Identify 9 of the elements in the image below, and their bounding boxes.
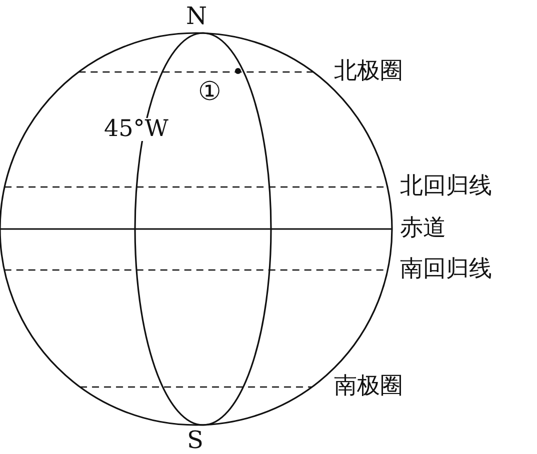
pole-label: S <box>187 428 204 452</box>
latitude-label: 南回归线 <box>400 258 492 281</box>
latitude-label: 南极圈 <box>334 375 403 398</box>
longitude-label: 45°W <box>104 118 168 141</box>
latitude-label: 北回归线 <box>400 175 492 198</box>
latitude-label: 北极圈 <box>334 60 403 83</box>
point-label: ① <box>198 79 221 105</box>
pole-label: N <box>186 4 207 28</box>
latitude-label: 赤道 <box>400 217 446 240</box>
